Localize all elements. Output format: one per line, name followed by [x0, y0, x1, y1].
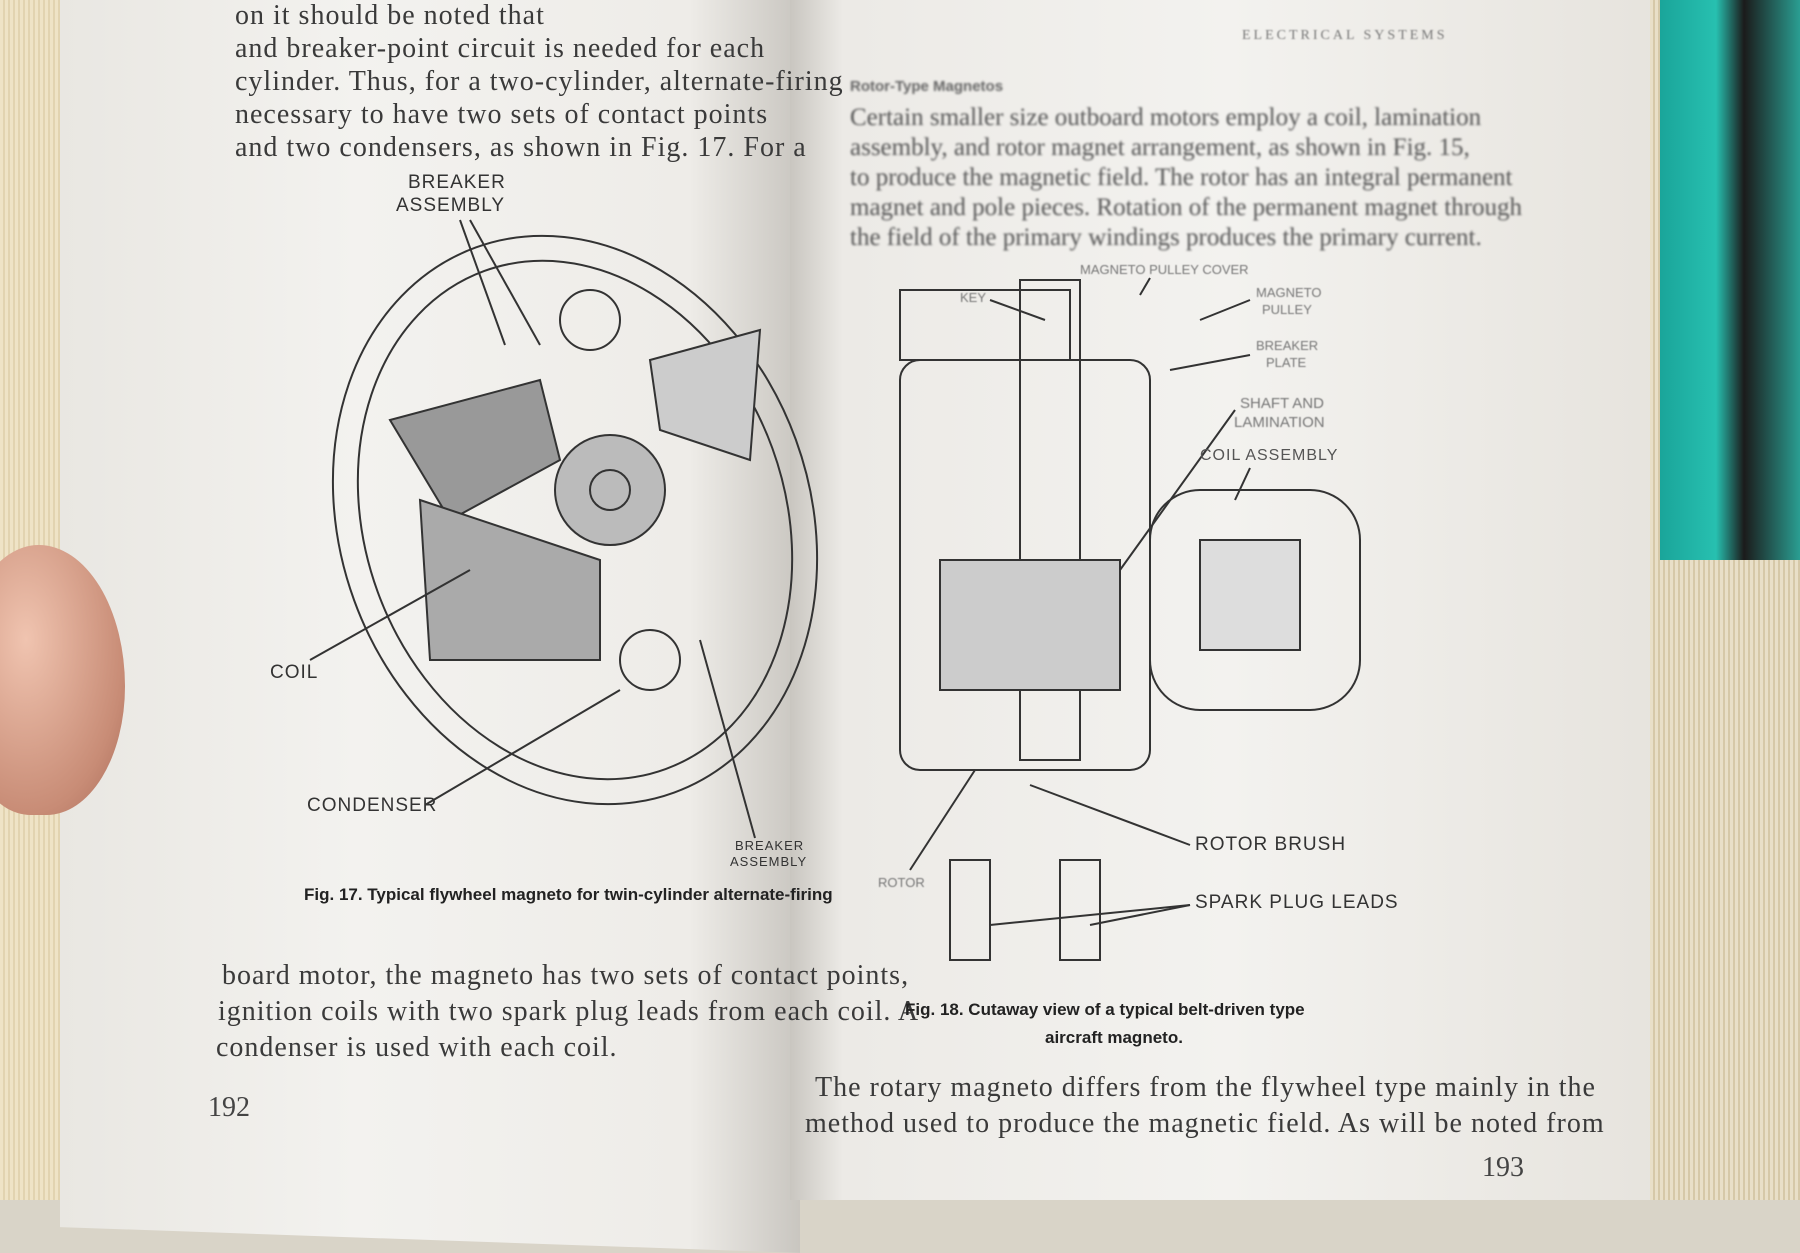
- page-number-left: 192: [208, 1092, 250, 1123]
- running-head: ELECTRICAL SYSTEMS: [1242, 28, 1448, 43]
- label-condenser: CONDENSER: [307, 795, 438, 816]
- body-line: the field of the primary windings produc…: [850, 224, 1482, 251]
- label-coil: COIL: [270, 662, 319, 683]
- label-assembly-2: ASSEMBLY: [730, 854, 808, 869]
- body-line: board motor, the magneto has two sets of…: [222, 960, 910, 991]
- label-pulley-cover: MAGNETO PULLEY COVER: [1080, 262, 1249, 277]
- label-pulley: PULLEY: [1262, 302, 1312, 317]
- page-number-right: 193: [1482, 1152, 1524, 1183]
- label-lamination: LAMINATION: [1234, 414, 1325, 431]
- body-line: condenser is used with each coil.: [216, 1032, 618, 1063]
- body-line: and two condensers, as shown in Fig. 17.…: [235, 132, 807, 163]
- section-heading: Rotor-Type Magnetos: [850, 78, 1004, 95]
- label-rotor-brush: ROTOR BRUSH: [1195, 834, 1347, 855]
- label-breaker: BREAKER: [408, 172, 506, 193]
- label-plate: PLATE: [1266, 355, 1307, 370]
- label-magneto: MAGNETO: [1256, 285, 1322, 300]
- label-breaker-2: BREAKER: [735, 838, 805, 853]
- body-line: Certain smaller size outboard motors emp…: [850, 104, 1482, 131]
- label-shaft: SHAFT AND: [1240, 395, 1324, 412]
- body-line: ignition coils with two spark plug leads…: [218, 996, 920, 1027]
- background-teal-book: [1660, 0, 1800, 560]
- label-assembly: ASSEMBLY: [396, 195, 506, 216]
- body-line: The rotary magneto differs from the flyw…: [815, 1072, 1596, 1103]
- body-line: cylinder. Thus, for a two-cylinder, alte…: [235, 66, 844, 97]
- label-spark-plug-leads: SPARK PLUG LEADS: [1195, 892, 1399, 913]
- body-line: assembly, and rotor magnet arrangement, …: [850, 134, 1470, 161]
- label-coil-assembly: COIL ASSEMBLY: [1200, 447, 1339, 464]
- body-line: on it should be noted that: [235, 0, 545, 31]
- body-line: method used to produce the magnetic fiel…: [805, 1108, 1605, 1139]
- body-line: magnet and pole pieces. Rotation of the …: [850, 194, 1523, 221]
- label-breaker-plate: BREAKER: [1256, 338, 1319, 353]
- label-rotor: ROTOR: [878, 875, 925, 890]
- body-line: to produce the magnetic field. The rotor…: [850, 164, 1513, 191]
- figure-18-caption-line2: aircraft magneto.: [1045, 1028, 1183, 1047]
- label-key: KEY: [960, 290, 987, 305]
- figure-17-caption: Fig. 17. Typical flywheel magneto for tw…: [304, 885, 833, 904]
- figure-17-flywheel-magneto: [309, 219, 1361, 961]
- body-line: necessary to have two sets of contact po…: [235, 99, 769, 130]
- body-line: and breaker-point circuit is needed for …: [235, 33, 766, 64]
- figure-18-caption-line1: Fig. 18. Cutaway view of a typical belt-…: [905, 1000, 1305, 1019]
